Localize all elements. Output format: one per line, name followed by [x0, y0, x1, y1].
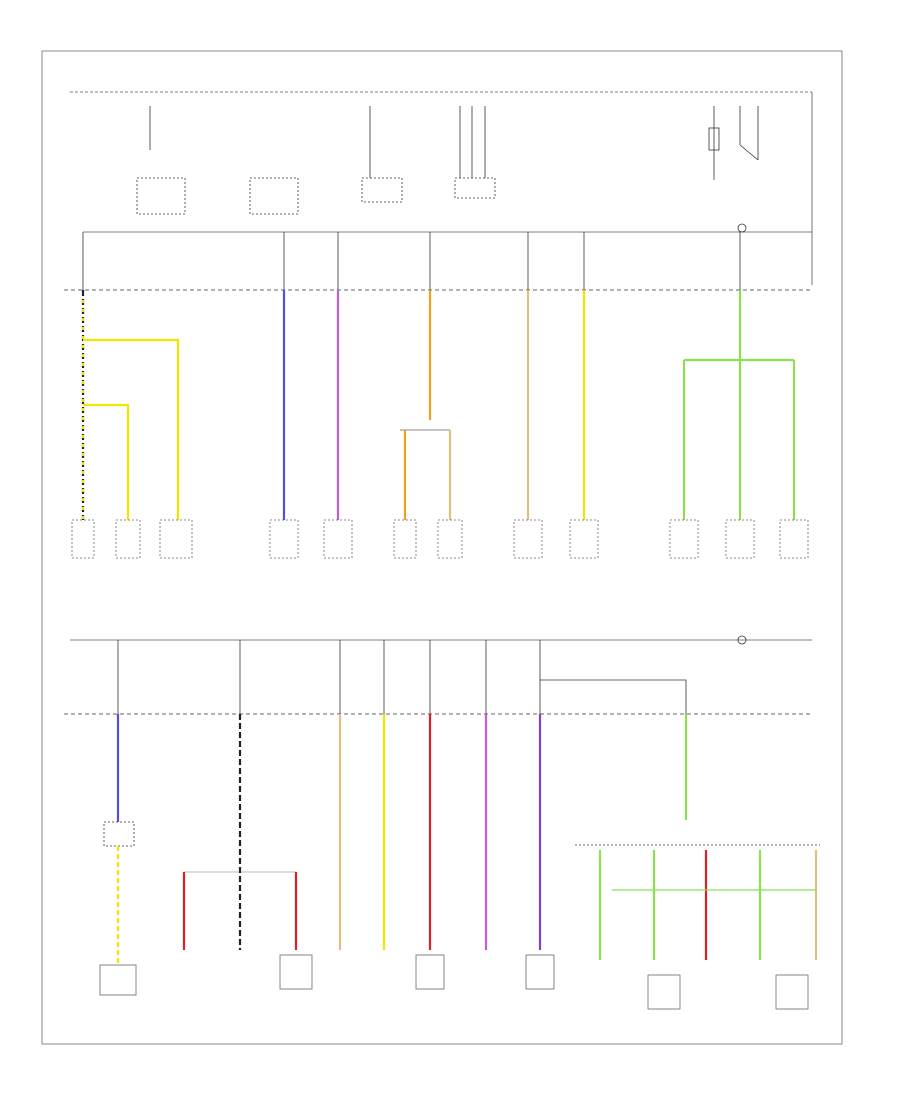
- upper-section: [64, 91, 813, 291]
- lower-wires: [116, 714, 818, 965]
- lower-section: [64, 635, 820, 847]
- diagram-frame: [41, 50, 843, 1045]
- upper-wires: [81, 290, 796, 520]
- upper-components: [71, 519, 809, 559]
- lower-components: [99, 954, 809, 1010]
